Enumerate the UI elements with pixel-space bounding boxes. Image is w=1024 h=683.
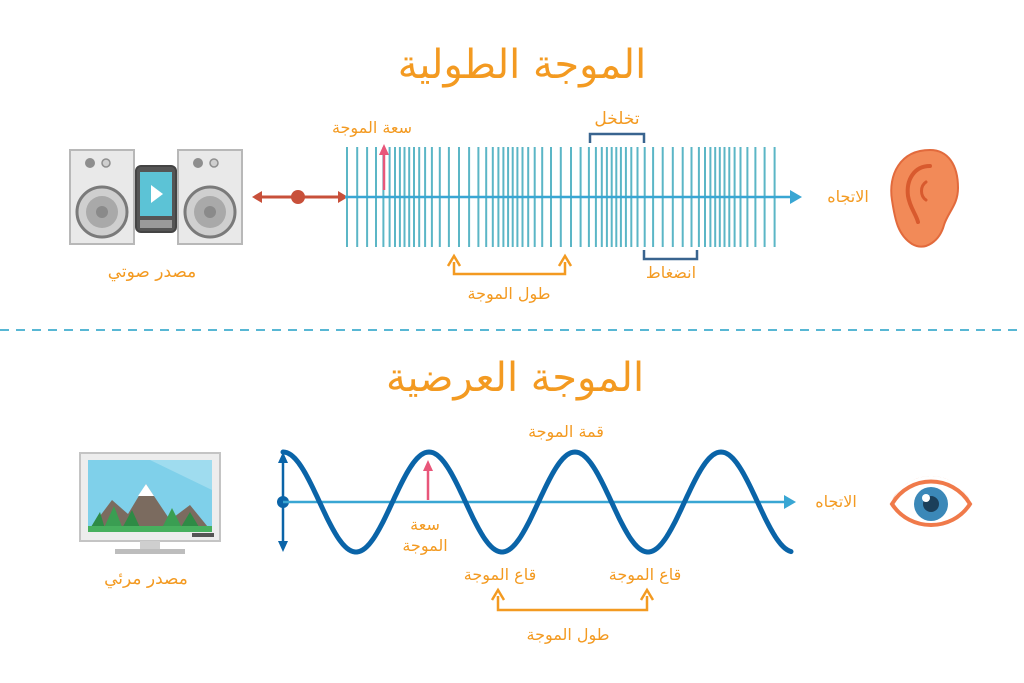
trough-label-1: قاع الموجة bbox=[464, 565, 536, 585]
transverse-wavelength-label: طول الموجة bbox=[526, 625, 609, 645]
transverse-amplitude-arrow bbox=[423, 460, 433, 500]
longitudinal-wavelength-bracket bbox=[446, 253, 573, 276]
transverse-wavelength-bracket bbox=[490, 587, 655, 612]
transverse-sine-wave bbox=[280, 449, 794, 555]
source-vibration-arrow bbox=[252, 190, 348, 204]
monitor-icon bbox=[79, 452, 221, 554]
compression-bracket bbox=[642, 250, 699, 261]
rarefaction-label: تخلخل bbox=[594, 109, 639, 129]
longitudinal-amplitude-arrow bbox=[379, 144, 389, 190]
ear-icon bbox=[890, 148, 960, 248]
sound-source-label: مصدر صوتي bbox=[108, 262, 197, 282]
compression-label: انضغاط bbox=[646, 263, 696, 282]
transverse-direction-label: الاتجاه bbox=[815, 492, 857, 511]
longitudinal-title: الموجة الطولية bbox=[398, 42, 646, 88]
transverse-title: الموجة العرضية bbox=[386, 355, 644, 401]
transverse-amplitude-label-line1: سعة bbox=[410, 515, 440, 534]
longitudinal-amplitude-label: سعة الموجة bbox=[332, 118, 412, 138]
longitudinal-direction-label: الاتجاه bbox=[827, 187, 869, 206]
rarefaction-bracket bbox=[588, 132, 646, 143]
visual-source-label: مصدر مرئي bbox=[104, 569, 188, 589]
trough-label-2: قاع الموجة bbox=[609, 565, 681, 585]
crest-label: قمة الموجة bbox=[528, 422, 604, 442]
longitudinal-wavelength-label: طول الموجة bbox=[467, 284, 550, 304]
transverse-amplitude-label-line2: الموجة bbox=[402, 536, 447, 556]
longitudinal-direction-arrow bbox=[345, 190, 802, 204]
eye-icon bbox=[889, 476, 973, 527]
transverse-direction-arrow bbox=[283, 495, 796, 509]
speaker-system-icon bbox=[69, 149, 243, 245]
